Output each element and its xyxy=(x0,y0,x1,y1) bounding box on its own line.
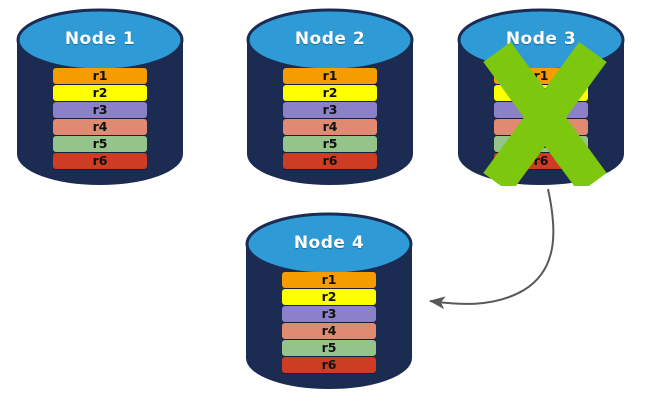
node-3-top-disc xyxy=(457,8,625,72)
node-4-row-r4[interactable]: r4 xyxy=(282,323,376,339)
node-4-row-r2[interactable]: r2 xyxy=(282,289,376,305)
node-4-top-disc xyxy=(245,212,413,276)
node-2-row-r2[interactable]: r2 xyxy=(283,85,377,101)
node-1-row-r2[interactable]: r2 xyxy=(53,85,147,101)
node-2-row-r6[interactable]: r6 xyxy=(283,153,377,169)
node-3-row-r1[interactable]: r1 xyxy=(494,68,588,84)
node-1-top-disc xyxy=(16,8,184,72)
node-2-row-r1[interactable]: r1 xyxy=(283,68,377,84)
node-3-row-r6[interactable]: r6 xyxy=(494,153,588,169)
node-3-row-r5[interactable]: r5 xyxy=(494,136,588,152)
node-1-row-r5[interactable]: r5 xyxy=(53,136,147,152)
node-4-row-r3[interactable]: r3 xyxy=(282,306,376,322)
node-2-row-r4[interactable]: r4 xyxy=(283,119,377,135)
node-3-row-r4[interactable]: r4 xyxy=(494,119,588,135)
node-4-row-r1[interactable]: r1 xyxy=(282,272,376,288)
node-3-row-r2[interactable]: r2 xyxy=(494,85,588,101)
node-2-row-r5[interactable]: r5 xyxy=(283,136,377,152)
node-1-row-r3[interactable]: r3 xyxy=(53,102,147,118)
node-1-row-r1[interactable]: r1 xyxy=(53,68,147,84)
node-3-row-r3[interactable]: r3 xyxy=(494,102,588,118)
node-4-row-r5[interactable]: r5 xyxy=(282,340,376,356)
failover-arrow-path xyxy=(429,188,555,310)
node-1-row-r4[interactable]: r4 xyxy=(53,119,147,135)
node-4-row-r6[interactable]: r6 xyxy=(282,357,376,373)
node-2-top-disc xyxy=(246,8,414,72)
node-1-row-r6[interactable]: r6 xyxy=(53,153,147,169)
node-2-row-r3[interactable]: r3 xyxy=(283,102,377,118)
